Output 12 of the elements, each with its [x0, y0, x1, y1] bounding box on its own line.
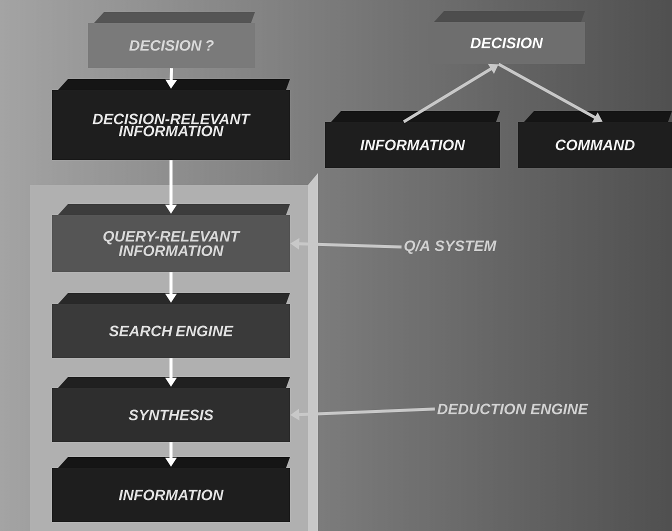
node-label: DECISION	[470, 38, 544, 48]
system-label: DEDUCTION ENGINE	[437, 404, 588, 414]
process-box: DECISION	[428, 11, 585, 64]
process-box: DECISION ?	[88, 12, 255, 68]
process-box: DECISION-RELEVANT INFORMATION	[52, 79, 290, 160]
process-box: INFORMATION	[52, 457, 290, 522]
process-box: SYNTHESIS	[52, 377, 290, 442]
process-box: COMMAND	[518, 111, 672, 168]
process-box: SEARCH ENGINE	[52, 293, 290, 358]
process-box: INFORMATION	[325, 111, 500, 168]
system-label: Q/A SYSTEM	[404, 240, 496, 254]
process-box: QUERY-RELEVANT INFORMATION	[52, 204, 290, 272]
